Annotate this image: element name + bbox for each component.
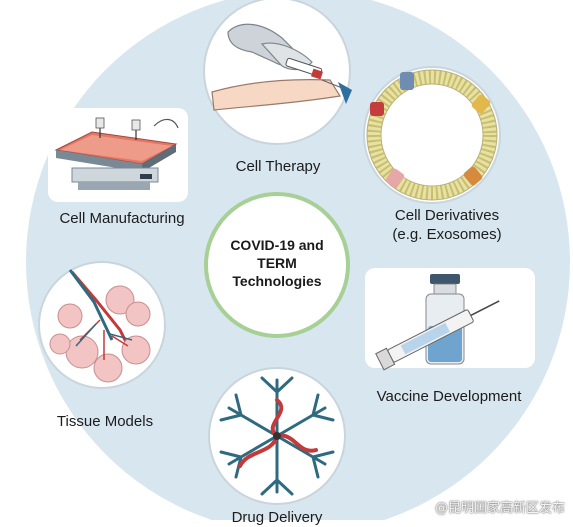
cell-manufacturing-label: Cell Manufacturing bbox=[59, 210, 185, 227]
exosome-icon bbox=[366, 69, 498, 201]
center-title-line3: Technologies bbox=[232, 273, 322, 289]
cell-therapy-label: Cell Therapy bbox=[235, 158, 321, 175]
cell-derivatives-node bbox=[363, 66, 501, 204]
cell-derivatives-label-line2: (e.g. Exosomes) bbox=[392, 226, 502, 243]
lung-tissue-icon bbox=[49, 269, 151, 383]
vaccine-vial-icon bbox=[375, 274, 500, 371]
vaccine-development-node bbox=[365, 268, 535, 371]
center-title-line2: TERM bbox=[257, 255, 297, 271]
cell-derivatives-label: Cell Derivatives (e.g. Exosomes) bbox=[372, 206, 522, 244]
cell-manufacturing-node bbox=[48, 108, 188, 202]
cell-therapy-node bbox=[203, 0, 352, 145]
drug-delivery-label: Drug Delivery bbox=[231, 509, 323, 526]
cell-derivatives-label-line1: Cell Derivatives bbox=[394, 207, 500, 224]
drug-delivery-node bbox=[208, 367, 346, 505]
syringe-arm-icon bbox=[211, 23, 352, 111]
center-circle bbox=[204, 192, 350, 338]
tissue-models-node bbox=[38, 261, 166, 389]
bioprinter-icon bbox=[54, 117, 179, 190]
center-title-line1: COVID-19 and bbox=[230, 237, 324, 253]
dendrimer-icon bbox=[219, 376, 335, 496]
watermark: @昆明国家高新区发布 bbox=[434, 501, 565, 516]
center-title: COVID-19 and TERM Technologies bbox=[212, 236, 342, 290]
vaccine-development-label: Vaccine Development bbox=[376, 388, 522, 405]
tissue-models-label: Tissue Models bbox=[56, 413, 154, 430]
